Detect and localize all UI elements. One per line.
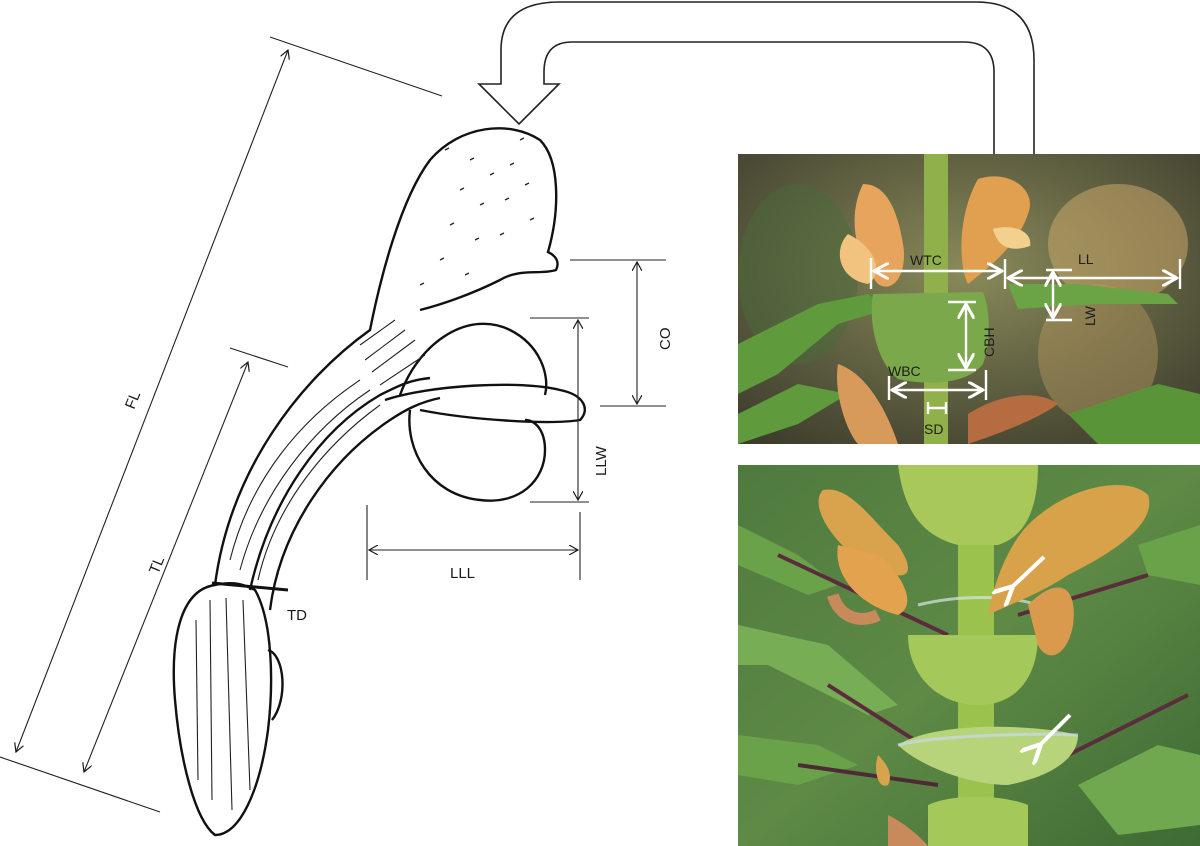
ll-label: LL — [1078, 251, 1094, 267]
cbh-label: CBH — [981, 327, 997, 357]
fl-label: FL — [122, 389, 144, 412]
lll-label: LLL — [450, 565, 475, 582]
td-label: TD — [287, 607, 307, 624]
nectar-arrow-icon-2 — [1038, 713, 1072, 747]
wbc-label: WBC — [888, 363, 921, 379]
photo-nectar-arrows — [738, 465, 1200, 846]
corolla-drawing — [172, 127, 586, 837]
photo-measurements: WTC LL LW CBH WBC SD — [738, 154, 1200, 444]
co-dimension — [570, 259, 666, 407]
lw-label: LW — [1082, 305, 1098, 326]
galea-hairs — [419, 137, 535, 286]
llw-dimension — [530, 317, 589, 503]
photo-measure-lines — [869, 258, 1182, 414]
tl-label: TL — [146, 554, 168, 577]
wtc-label: WTC — [910, 252, 942, 268]
fl-dimension — [0, 36, 443, 813]
connector-arrow-icon — [477, 1, 1035, 166]
tl-dimension — [84, 347, 289, 772]
sd-label: SD — [924, 421, 943, 437]
nectar-arrow-icon-1 — [1010, 555, 1046, 589]
lll-dimension — [366, 505, 581, 580]
llw-label: LLW — [593, 445, 610, 476]
photo-bottom-image — [738, 465, 1200, 846]
photo-top-image: WTC LL LW CBH WBC SD — [738, 154, 1200, 444]
co-label: CO — [657, 328, 674, 351]
tube-hatching — [195, 319, 426, 811]
